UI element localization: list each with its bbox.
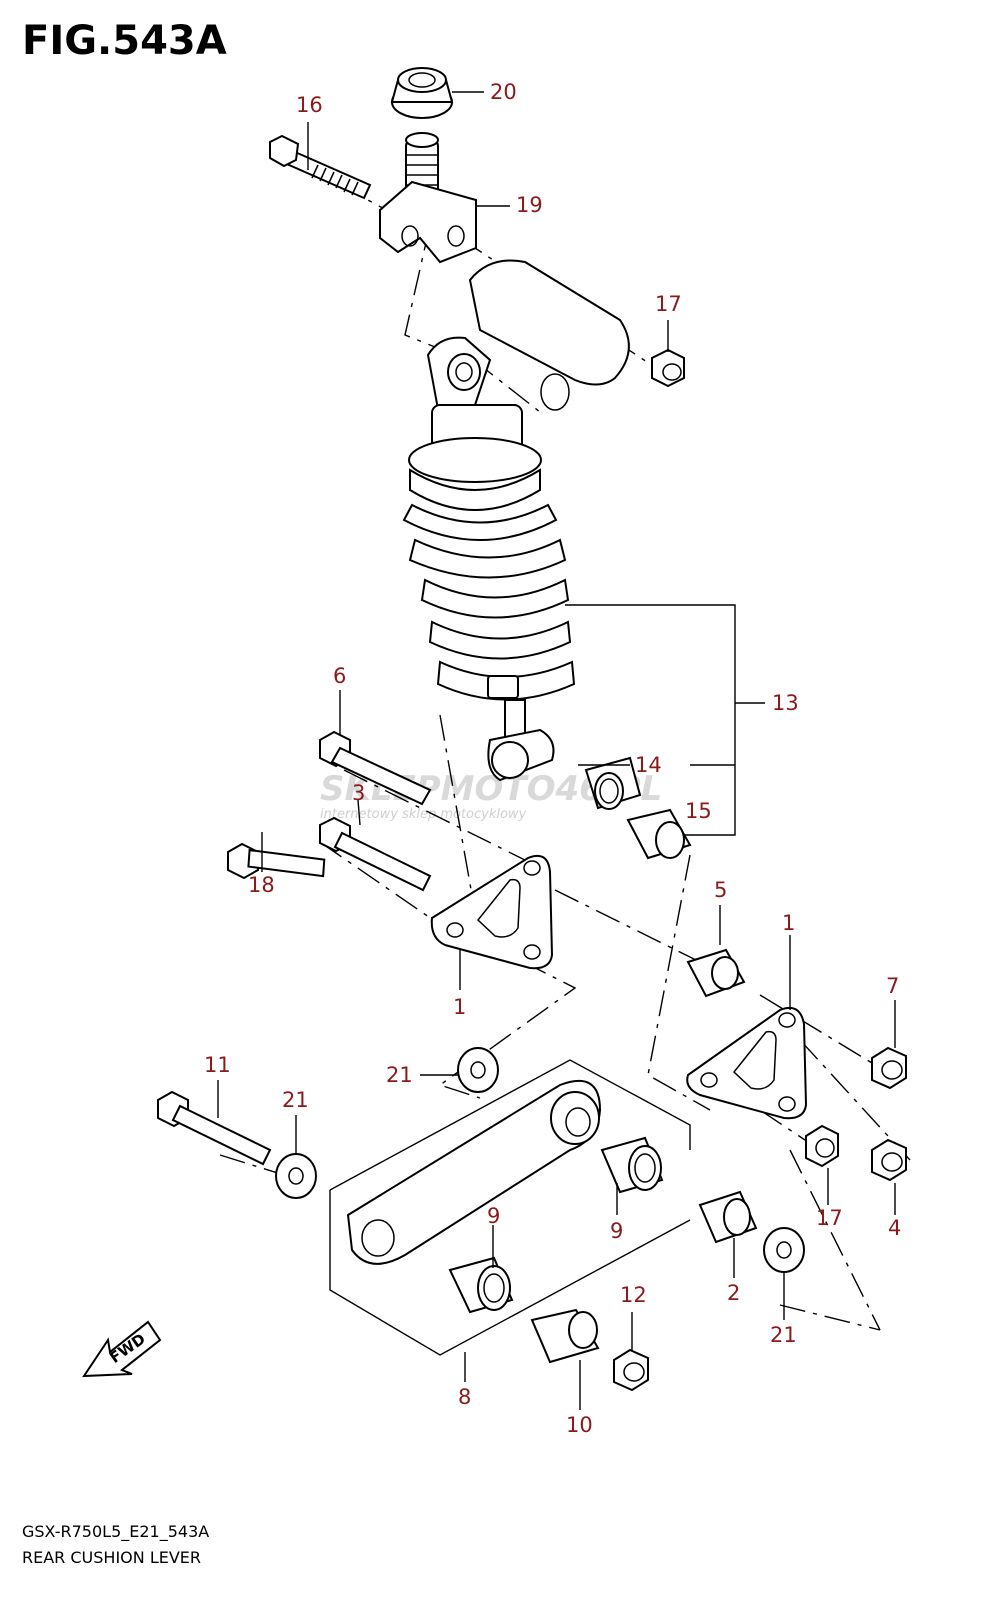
callout-6: 6 — [333, 664, 346, 688]
part-5-collar — [686, 948, 746, 998]
callout-2: 2 — [727, 1281, 740, 1305]
part-8-cushion-lever — [329, 1059, 691, 1356]
callout-10: 10 — [566, 1413, 593, 1437]
callout-17-lower: 17 — [816, 1206, 843, 1230]
part-21-washer-right — [763, 1227, 805, 1273]
callout-12: 12 — [620, 1283, 647, 1307]
callout-5: 5 — [714, 878, 727, 902]
callout-1-right: 1 — [782, 911, 795, 935]
part-9-bearing-left — [448, 1256, 514, 1314]
callout-7: 7 — [886, 974, 899, 998]
callout-13: 13 — [772, 691, 799, 715]
callout-labels: 20 16 19 17 13 6 14 3 15 18 5 1 1 7 21 1… — [204, 80, 901, 1437]
part-11-bolt — [157, 1090, 272, 1166]
part-21-washer-left — [275, 1153, 317, 1199]
figure-name: REAR CUSHION LEVER — [22, 1548, 202, 1567]
callout-14: 14 — [635, 753, 662, 777]
part-16-bolt — [269, 134, 372, 200]
part-15-collar — [626, 808, 692, 860]
callout-21-right: 21 — [770, 1323, 797, 1347]
part-19-upper-mount — [379, 132, 477, 264]
part-1-plate-left — [430, 854, 554, 970]
part-14-bearing — [584, 756, 642, 810]
part-21-washer-top — [457, 1047, 499, 1093]
part-12-nut — [613, 1348, 649, 1392]
callout-21-top: 21 — [386, 1063, 413, 1087]
part-7-nut — [871, 1046, 907, 1090]
callout-3: 3 — [352, 781, 365, 805]
part-17-nut-upper — [651, 348, 685, 388]
figure-code: GSX-R750L5_E21_543A — [22, 1522, 210, 1541]
part-2-collar — [698, 1190, 758, 1244]
fwd-arrow-icon: FWD — [82, 1320, 162, 1378]
callout-8: 8 — [458, 1385, 471, 1409]
part-17-nut-lower — [805, 1124, 839, 1168]
callout-17-upper: 17 — [655, 292, 682, 316]
callout-9-right: 9 — [610, 1219, 623, 1243]
callout-18: 18 — [248, 873, 275, 897]
callout-21-left: 21 — [282, 1088, 309, 1112]
part-9-bearing-right — [600, 1136, 664, 1194]
watermark-sub: internetowy sklep motocyklowy — [320, 807, 527, 822]
part-18-bolt — [227, 842, 326, 880]
callout-1-left: 1 — [453, 995, 466, 1019]
callout-4: 4 — [888, 1216, 901, 1240]
part-13-shock-absorber — [402, 404, 576, 782]
part-4-nut — [871, 1138, 907, 1182]
callout-15: 15 — [685, 799, 712, 823]
callout-9-left: 9 — [487, 1204, 500, 1228]
callout-11: 11 — [204, 1053, 231, 1077]
callout-16: 16 — [296, 93, 323, 117]
leader-lines — [217, 91, 896, 1410]
callout-19: 19 — [516, 193, 543, 217]
shock-reservoir — [426, 259, 630, 426]
figure-title: FIG.543A — [22, 18, 227, 64]
part-1-plate-right — [686, 1006, 808, 1120]
part-6-bolt — [319, 730, 432, 806]
part-3-bolt — [319, 816, 432, 892]
part-10-collar — [530, 1308, 600, 1364]
part-20-bushing — [390, 67, 454, 119]
callout-20: 20 — [490, 80, 517, 104]
